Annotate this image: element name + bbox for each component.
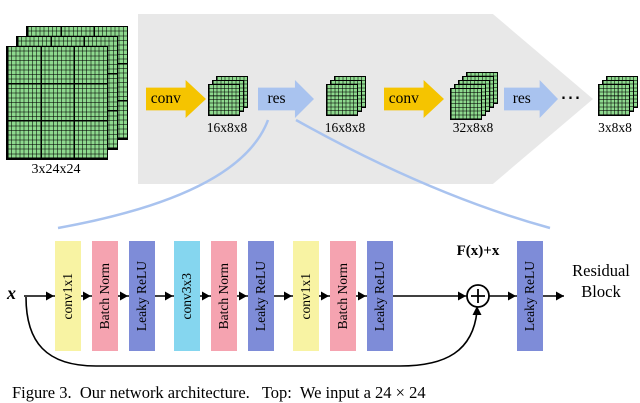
input-grid-layer <box>6 46 108 160</box>
layer-label: Leaky ReLU <box>253 260 268 332</box>
layer-label: Leaky ReLU <box>134 260 149 332</box>
residual-input-label: x <box>7 283 16 303</box>
layer-leaky-relu: Leaky ReLU <box>248 241 274 351</box>
layer-label: Batch Norm <box>216 262 231 330</box>
layer-label: conv1x1 <box>60 272 75 320</box>
feature-map-layer <box>326 84 358 116</box>
residual-block-title-line1: Residual <box>572 261 630 280</box>
feature-map-layer <box>450 88 482 120</box>
residual-block-title-line2: Block <box>581 282 621 302</box>
sum-node <box>466 284 490 308</box>
layer-batch-norm: Batch Norm <box>211 241 237 351</box>
skip-arrowhead <box>472 306 482 315</box>
res-arrow-label: res <box>512 90 531 107</box>
layer-label: Batch Norm <box>97 262 112 330</box>
residual-block-title: Residual Block <box>562 260 640 303</box>
layer-label: Leaky ReLU <box>372 260 387 332</box>
layer-label: Leaky ReLU <box>522 260 537 332</box>
tensor-label: 3x8x8 <box>598 120 632 135</box>
layer-label: conv3x3 <box>179 272 194 320</box>
figure-caption: Figure 3. Our network architecture. Top:… <box>12 383 426 402</box>
conv-arrow-label: conv <box>388 90 419 107</box>
layer-conv3x3: conv3x3 <box>174 241 200 351</box>
layer-label: Batch Norm <box>335 262 350 330</box>
layer-conv1x1: conv1x1 <box>55 241 81 351</box>
layer-leaky-relu: Leaky ReLU <box>367 241 393 351</box>
plus-icon <box>471 289 485 303</box>
layer-batch-norm: Batch Norm <box>330 241 356 351</box>
tensor-label: 32x8x8 <box>452 120 494 135</box>
tensor-label: 16x8x8 <box>324 120 366 135</box>
tensor-label: 16x8x8 <box>206 120 248 135</box>
feature-map-layer <box>208 84 240 116</box>
sum-equation-label: F(x)+x <box>456 243 500 259</box>
feature-map-layer <box>598 84 630 116</box>
layer-batch-norm: Batch Norm <box>92 241 118 351</box>
input-tensor-label: 3x24x24 <box>31 162 81 177</box>
layer-leaky-relu-final: Leaky ReLU <box>517 241 543 351</box>
conv-arrow-label: conv <box>150 90 181 107</box>
layer-conv1x1: conv1x1 <box>293 241 319 351</box>
layer-label: conv1x1 <box>298 272 313 320</box>
layer-leaky-relu: Leaky ReLU <box>129 241 155 351</box>
ellipsis: ⋯ <box>560 85 581 109</box>
res-arrow-label: res <box>267 90 286 107</box>
